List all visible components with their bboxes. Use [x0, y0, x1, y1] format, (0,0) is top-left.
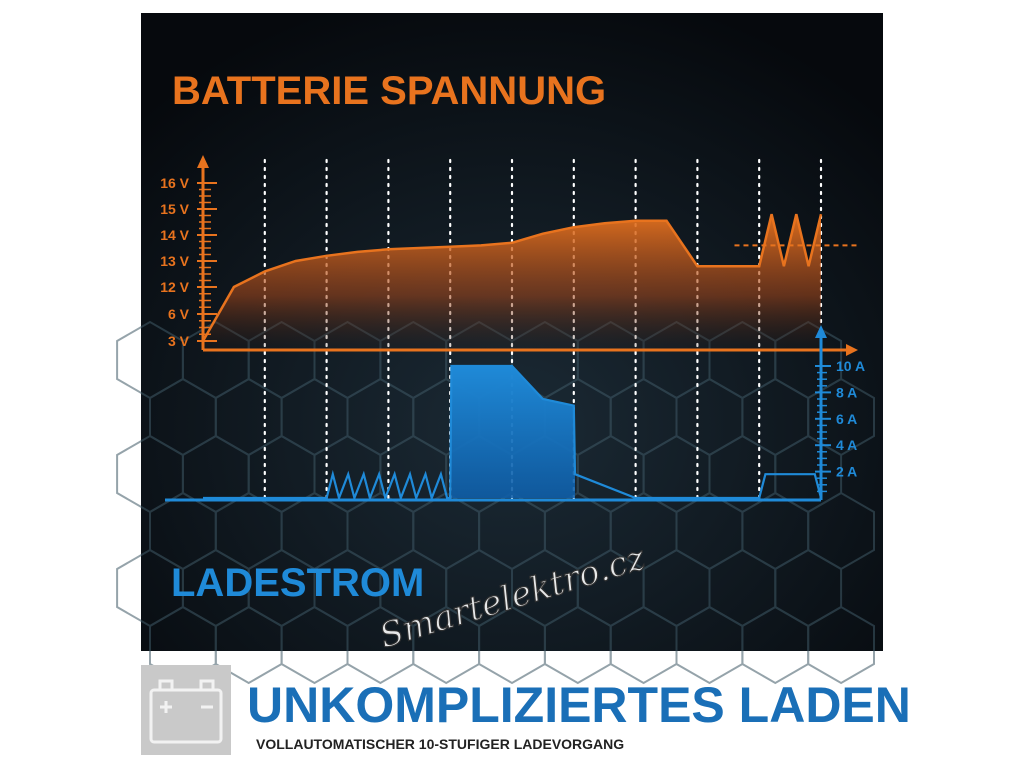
current-y-arrow: [815, 325, 827, 338]
tick-labels: 16 V 15 V 14 V 13 V 12 V 6 V 3 V 10 A 8 A 6 A 4 A 2…: [160, 175, 865, 493]
voltage-tick-label: 13 V: [160, 253, 189, 269]
banner-subtitle: VOLLAUTOMATISCHER 10-STUFIGER LADEVORGAN…: [256, 736, 624, 752]
voltage-tick-label: 16 V: [160, 175, 189, 191]
voltage-tick-label: 14 V: [160, 227, 189, 243]
current-tick-label: 4 A: [836, 437, 857, 453]
voltage-area: [203, 214, 821, 350]
current-title: LADESTROM: [171, 561, 424, 605]
banner-title: UNKOMPLIZIERTES LADEN: [247, 677, 911, 733]
voltage-tick-label: 3 V: [168, 333, 190, 349]
voltage-y-arrow: [197, 155, 209, 168]
hex-cell: [807, 605, 875, 685]
current-series: [203, 364, 823, 502]
current-tick-label: 8 A: [836, 384, 857, 400]
voltage-line: [201, 213, 823, 342]
voltage-tick-label: 6 V: [168, 306, 190, 322]
current-area: [451, 366, 575, 498]
current-line: [203, 364, 823, 502]
voltage-title: BATTERIE SPANNUNG: [172, 69, 606, 113]
current-tick-label: 10 A: [836, 358, 865, 374]
battery-icon: [149, 679, 223, 744]
voltage-tick-label: 15 V: [160, 201, 189, 217]
current-tick-label: 6 A: [836, 411, 857, 427]
current-tick-label: 2 A: [836, 464, 857, 480]
battery-icon-tile: [141, 665, 231, 755]
voltage-series: [201, 213, 859, 350]
voltage-x-arrow: [846, 344, 858, 356]
voltage-tick-label: 12 V: [160, 279, 189, 295]
